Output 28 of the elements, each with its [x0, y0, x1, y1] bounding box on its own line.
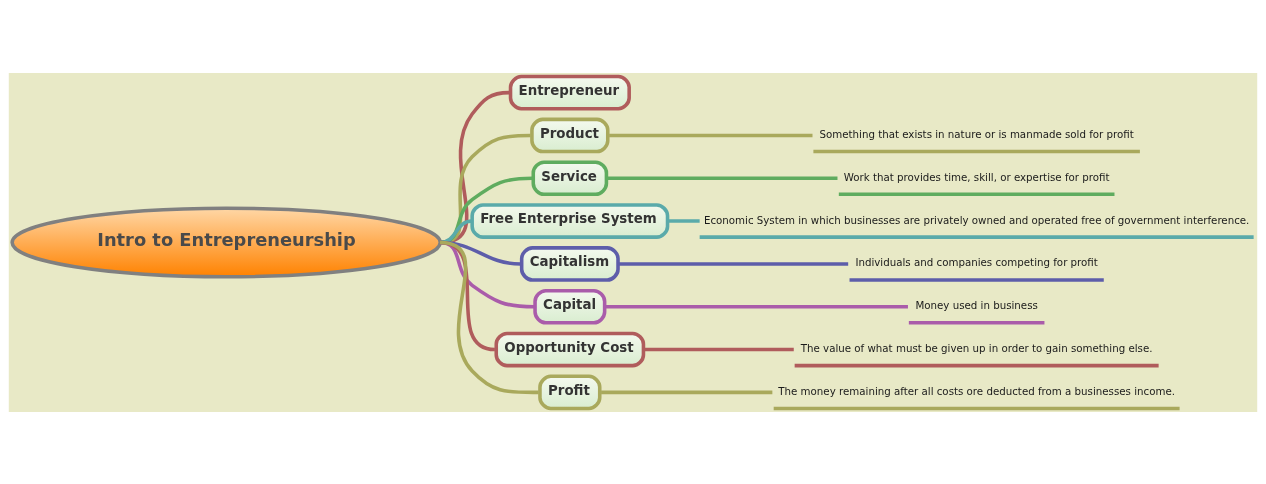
connector — [439, 133, 531, 244]
node-box: Service — [531, 159, 609, 196]
connector — [667, 218, 700, 223]
connector — [601, 390, 773, 394]
connector — [609, 133, 813, 137]
connector — [605, 304, 908, 308]
connector — [439, 176, 533, 244]
node-box: Entrepreneur — [508, 74, 631, 110]
node-ellipse: Intro to Entrepreneurship — [10, 206, 442, 278]
node-text: Individuals and companies competing for profit — [855, 255, 1098, 268]
connector — [607, 176, 838, 180]
connector — [618, 261, 849, 266]
node-box: Capitalism — [519, 245, 620, 282]
node-text: The value of what must be given up in order to gain something else. — [800, 341, 1153, 354]
node-box: Product — [530, 117, 610, 153]
connector — [439, 240, 539, 394]
connector — [439, 90, 510, 244]
node-box: Capital — [533, 288, 607, 325]
node-text: The money remaining after all costs ore deducted from a businesses income. — [778, 384, 1176, 397]
node-text: Economic System in which businesses are privately owned and operated free of government interference. — [703, 213, 1250, 225]
node-box: Profit — [538, 374, 602, 410]
node-text: Something that exists in nature or is manmade sold for profit — [819, 127, 1134, 140]
node-box: Opportunity Cost — [494, 331, 646, 367]
node-text: Money used in business — [915, 298, 1038, 311]
node-box: Free Enterprise System — [470, 202, 670, 239]
connector — [644, 347, 794, 351]
connector — [439, 218, 473, 244]
node-text: Work that provides time, skill, or expertise for profit — [843, 170, 1110, 183]
